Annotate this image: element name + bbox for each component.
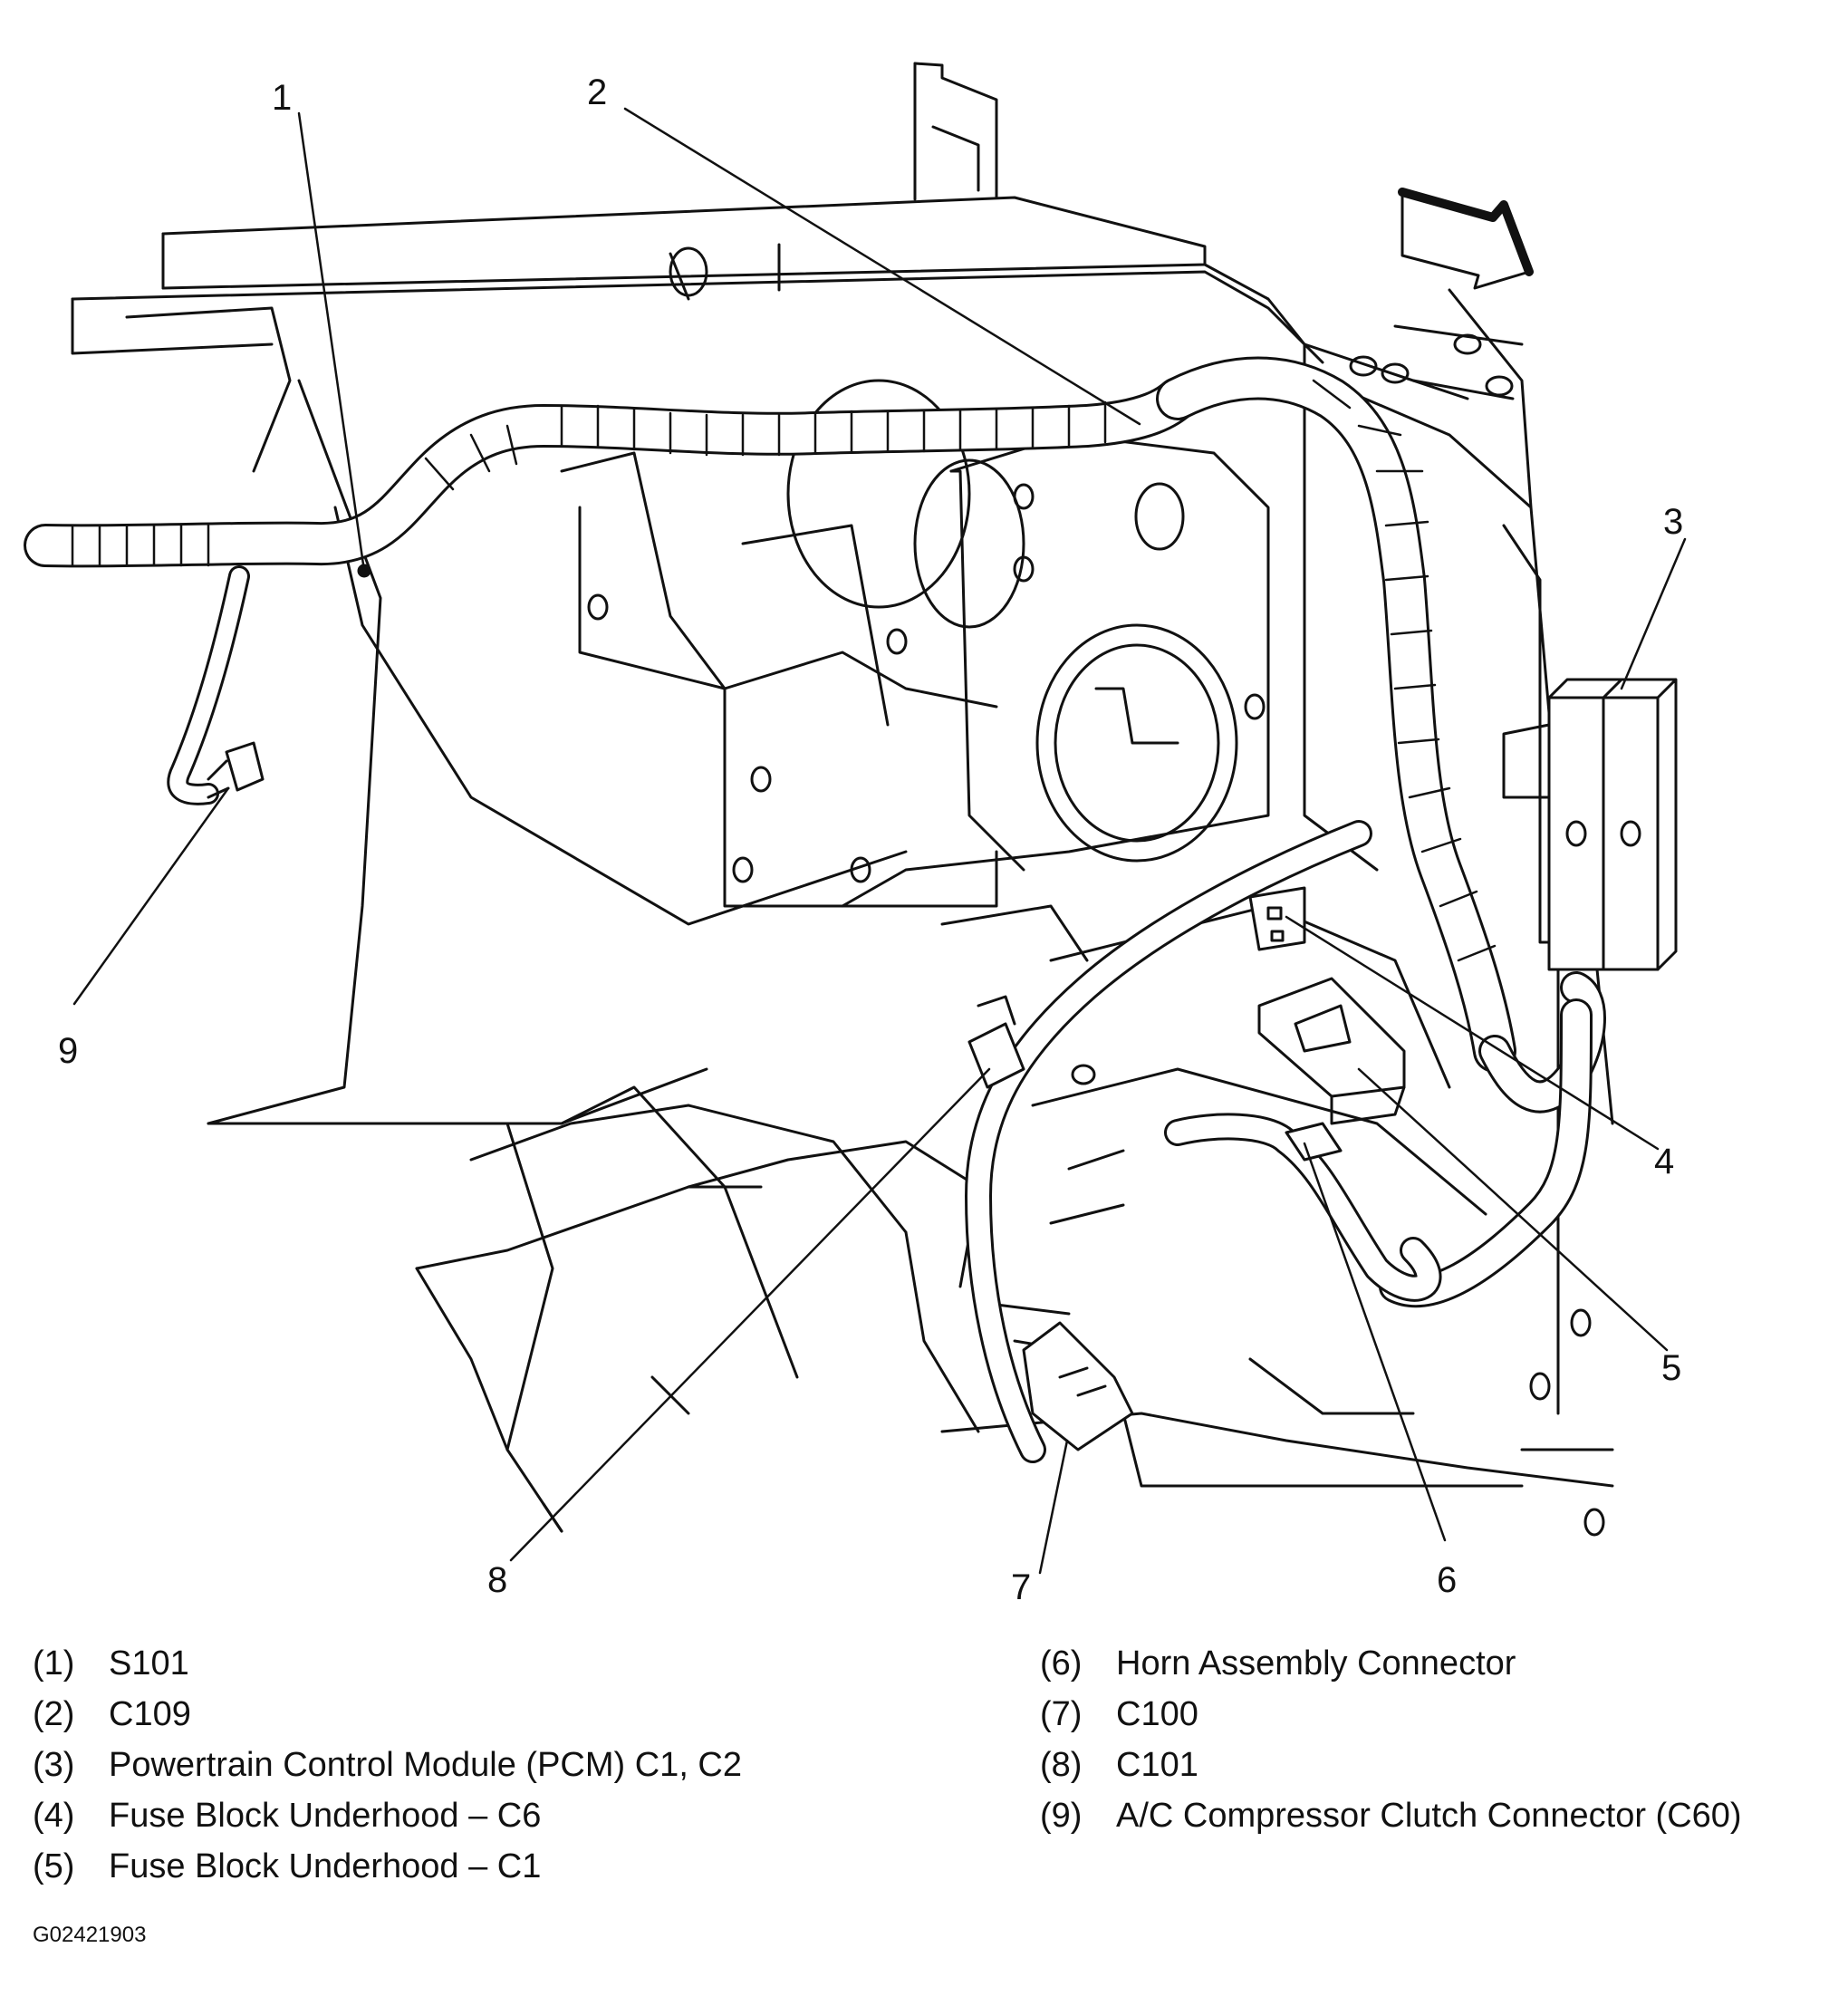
legend-item: (7) C100 (1040, 1689, 1742, 1740)
callout-7: 7 (1011, 1567, 1032, 1607)
c100-connector (1022, 1321, 1134, 1451)
legend-number: (3) (33, 1746, 75, 1784)
legend-number: (7) (1040, 1695, 1083, 1733)
horn-connector (1285, 1122, 1343, 1162)
legend-item: (5) Fuse Block Underhood – C1 (33, 1841, 742, 1892)
legend-label: C109 (109, 1695, 191, 1733)
legend-item: (9) A/C Compressor Clutch Connector (C60) (1040, 1790, 1742, 1841)
legend-number: (1) (33, 1644, 75, 1683)
callout-4: 4 (1654, 1142, 1675, 1181)
legend-number: (9) (1040, 1797, 1083, 1835)
legend-number: (5) (33, 1847, 75, 1885)
legend-label: Powertrain Control Module (PCM) C1, C2 (109, 1746, 743, 1784)
callout-6: 6 (1437, 1560, 1458, 1600)
legend-label: Horn Assembly Connector (1116, 1644, 1516, 1683)
legend-number: (6) (1040, 1644, 1083, 1683)
callout-1: 1 (272, 78, 293, 118)
ac-compressor-connector (207, 741, 265, 799)
wiring-harness (24, 356, 1606, 1463)
direction-arrow-icon (1398, 188, 1534, 290)
callout-8: 8 (487, 1560, 508, 1600)
c101-connector (967, 995, 1025, 1089)
legend-label: C100 (1116, 1695, 1198, 1733)
legend-item: (3) Powertrain Control Module (PCM) C1, C… (33, 1740, 742, 1790)
legend-label: Fuse Block Underhood – C6 (109, 1797, 542, 1835)
legend-number: (2) (33, 1695, 75, 1733)
legend-number: (4) (33, 1797, 75, 1835)
body-structure (71, 62, 1614, 1537)
legend-right-column: (6) Horn Assembly Connector (7) C100 (8) C1… (1040, 1638, 1742, 1841)
pcm-connectors (1502, 678, 1678, 971)
legend-item: (4) Fuse Block Underhood – C6 (33, 1790, 742, 1841)
callout-9: 9 (58, 1031, 79, 1071)
legend-item: (8) C101 (1040, 1740, 1742, 1790)
fuse-block-c1-connector (1257, 977, 1406, 1125)
callout-3: 3 (1663, 502, 1684, 542)
legend-label: A/C Compressor Clutch Connector (C60) (1116, 1797, 1742, 1835)
legend-left-column: (1) S101 (2) C109 (3) Powertrain Control Mo… (33, 1638, 742, 1892)
legend-label: S101 (109, 1644, 189, 1683)
legend-number: (8) (1040, 1746, 1083, 1784)
leader-lines (72, 107, 1687, 1575)
legend-item: (2) C109 (33, 1689, 742, 1740)
callout-2: 2 (587, 72, 608, 112)
harness-tape-rings (71, 379, 1497, 962)
figure-id: G02421903 (33, 1923, 147, 1947)
legend-label: C101 (1116, 1746, 1198, 1784)
legend-item: (1) S101 (33, 1638, 742, 1689)
wiring-harness-drawing (24, 62, 1687, 1575)
legend-item: (6) Horn Assembly Connector (1040, 1638, 1742, 1689)
firewall-panel (578, 379, 1266, 908)
callout-5: 5 (1661, 1348, 1682, 1388)
fuse-block-c6-connector (1248, 886, 1306, 951)
legend-label: Fuse Block Underhood – C1 (109, 1847, 542, 1885)
